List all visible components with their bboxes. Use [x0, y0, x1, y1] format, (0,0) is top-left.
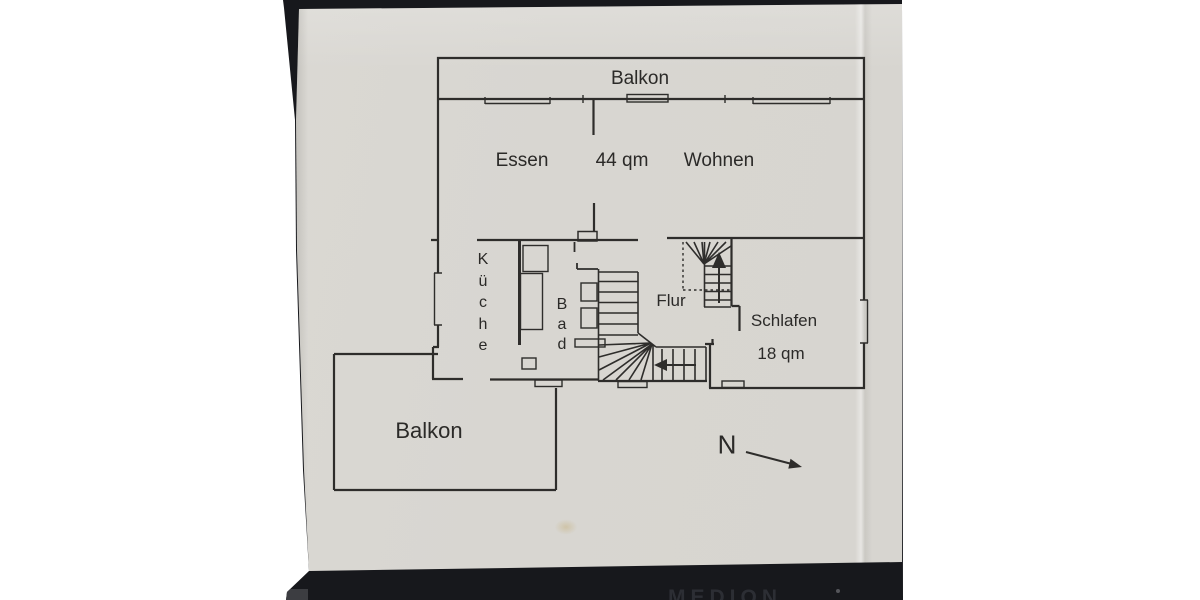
label-bedroom: Schlafen	[750, 311, 818, 330]
north-arrow	[745, 451, 802, 469]
stair-cut-dotted-line	[682, 242, 731, 291]
label-compass-north: N	[717, 429, 737, 460]
kitchen-letter: c	[479, 294, 487, 312]
desk-corner	[284, 589, 308, 600]
stair-down-arrow	[654, 359, 667, 371]
label-dining: Essen	[495, 150, 549, 171]
label-hallway: Flur	[656, 291, 686, 310]
bath-letter: d	[557, 336, 567, 353]
label-kitchen-vertical: K ü c h e	[473, 249, 493, 357]
kitchen-letter: h	[478, 315, 488, 333]
bath-letter: B	[556, 296, 568, 313]
label-living: Wohnen	[683, 150, 755, 171]
staircase-lower	[597, 269, 707, 382]
label-balcony-bottom: Balkon	[395, 418, 463, 443]
kitchen-letter: e	[478, 337, 488, 355]
label-living-area: 44 qm	[595, 150, 649, 171]
label-bedroom-area: 18 qm	[757, 344, 805, 363]
monitor-brand-watermark: MEDION	[668, 586, 782, 600]
bath-kitchen-fixtures	[519, 244, 606, 370]
label-bath-vertical: B a d	[552, 295, 572, 355]
kitchen-letter: K	[477, 251, 489, 268]
bath-letter: a	[557, 316, 567, 333]
stair-up-arrow	[712, 252, 726, 268]
window-symbols	[433, 93, 869, 389]
power-led-dot	[836, 589, 840, 593]
kitchen-letter: ü	[478, 272, 488, 290]
staircase-upper	[682, 241, 732, 308]
label-balcony-top: Balkon	[610, 68, 670, 89]
